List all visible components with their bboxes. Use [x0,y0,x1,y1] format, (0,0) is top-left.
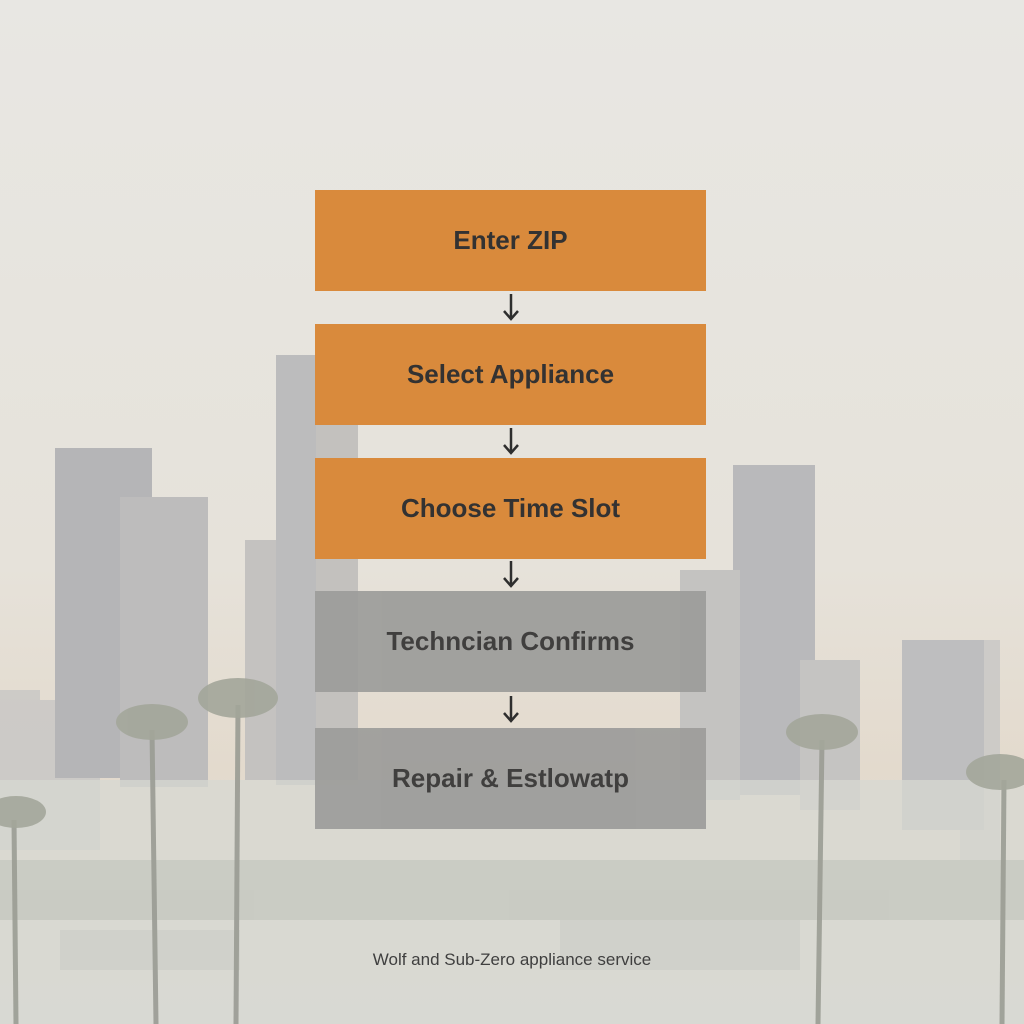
arrow-down-icon [503,428,519,455]
arrow-down-icon [503,294,519,321]
arrow-down-icon [503,561,519,588]
step-select-appliance[interactable]: Select Appliance [315,324,706,425]
step-technician-confirms[interactable]: Techncian Confirms [315,591,706,692]
step-choose-time-slot[interactable]: Choose Time Slot [315,458,706,559]
arrow-down-icon [503,696,519,723]
step-repair[interactable]: Repair & Estlowatp [315,728,706,829]
caption: Wolf and Sub-Zero appliance service [372,950,652,969]
step-enter-zip[interactable]: Enter ZIP [315,190,706,291]
